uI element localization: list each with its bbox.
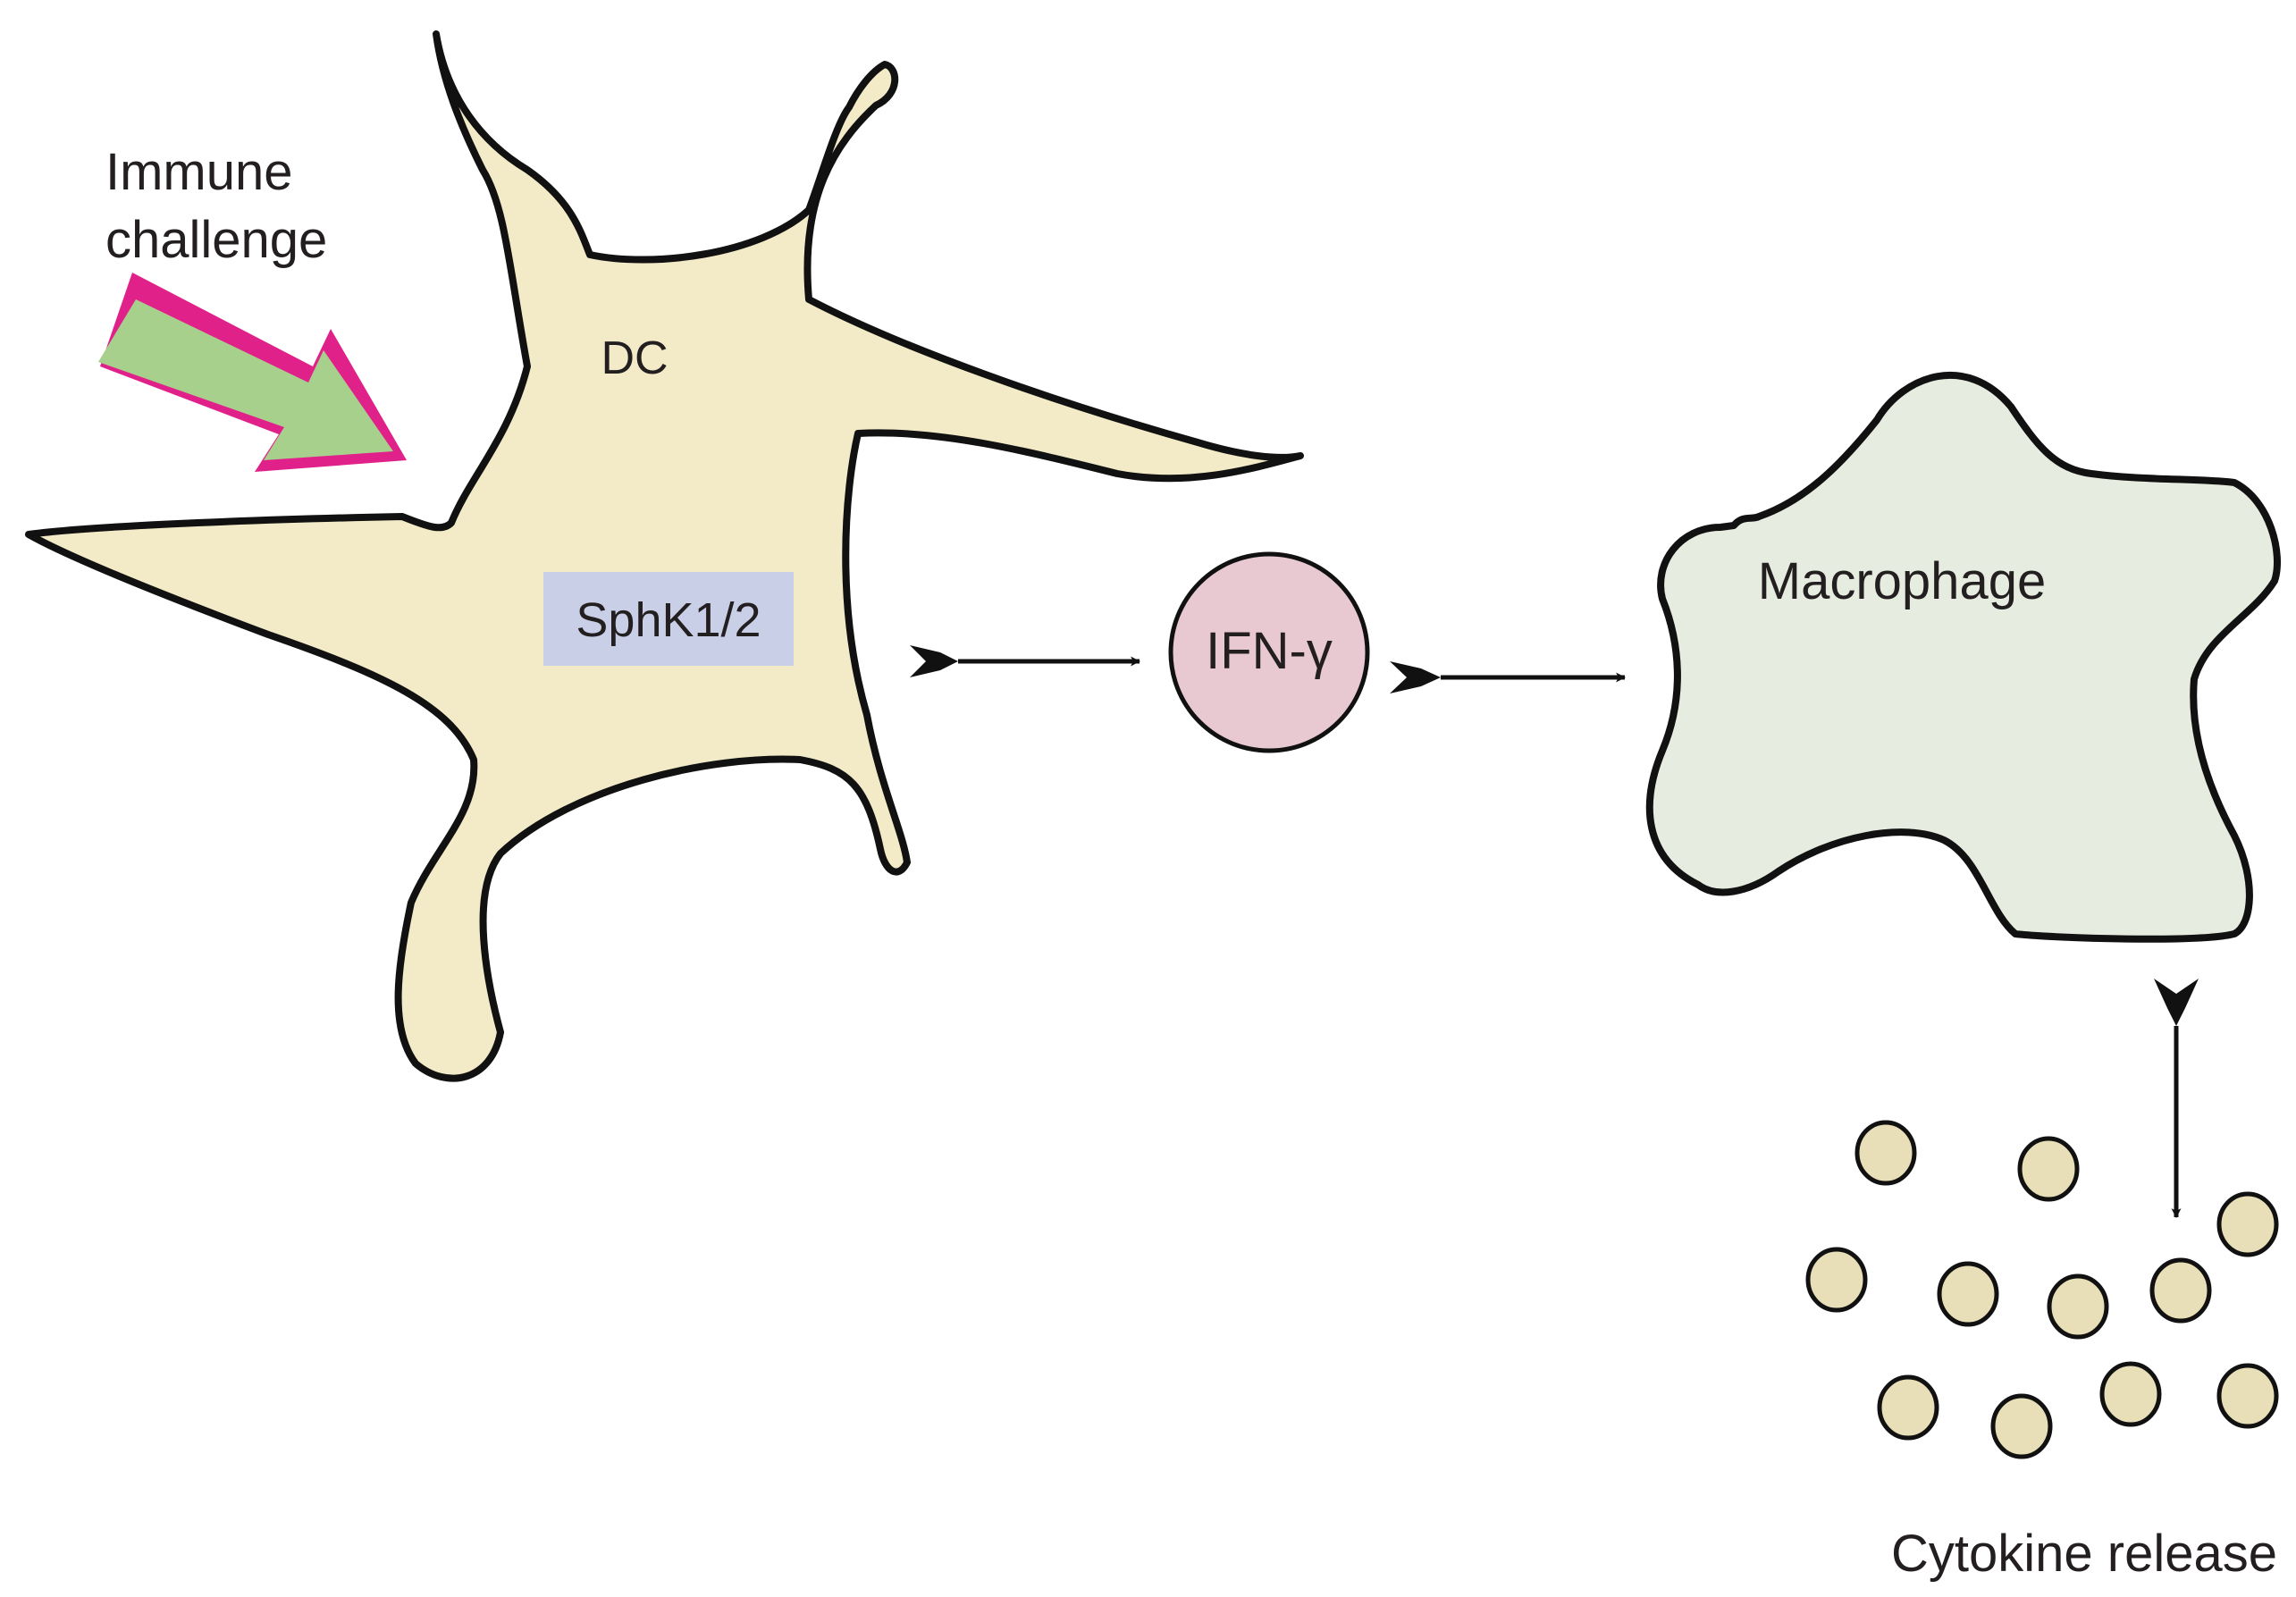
cytokine-particle [1805,1247,1868,1313]
arrow-dc-to-ifn [910,645,1141,677]
immune-challenge-label-line1: Immune [105,143,293,201]
macrophage-label: Macrophage [1758,552,2046,610]
cytokine-particle [2017,1136,2080,1202]
cytokine-release-label: Cytokine release [1891,1525,2277,1583]
cytokine-particle [1937,1261,1999,1327]
arrow-ifn-to-macrophage [1390,661,1627,693]
cytokine-particle [1877,1374,1939,1441]
cytokine-particle [1990,1393,2053,1459]
cytokine-particle [2216,1363,2279,1429]
cytokine-particle [2216,1191,2279,1257]
immune-challenge-label-line2: challenge [105,211,327,269]
sphk-label: SphK1/2 [576,593,761,647]
cytokine-particles [1805,1120,2279,1459]
dendritic-cell [25,30,1304,1082]
cytokine-particle [2047,1273,2109,1340]
macrophage-cell [1645,371,2281,943]
cytokine-particle [2149,1257,2212,1324]
cytokine-particle [1854,1120,1917,1186]
dc-label: DC [601,332,668,384]
ifn-gamma-label: IFN-γ [1206,622,1333,680]
sphk-box [543,572,794,666]
arrow-macrophage-to-cytokine [2154,979,2199,1219]
cytokine-particle [2099,1361,2162,1427]
immune-challenge-arrow-icon [98,273,407,472]
ifn-gamma-circle [1168,551,1370,753]
